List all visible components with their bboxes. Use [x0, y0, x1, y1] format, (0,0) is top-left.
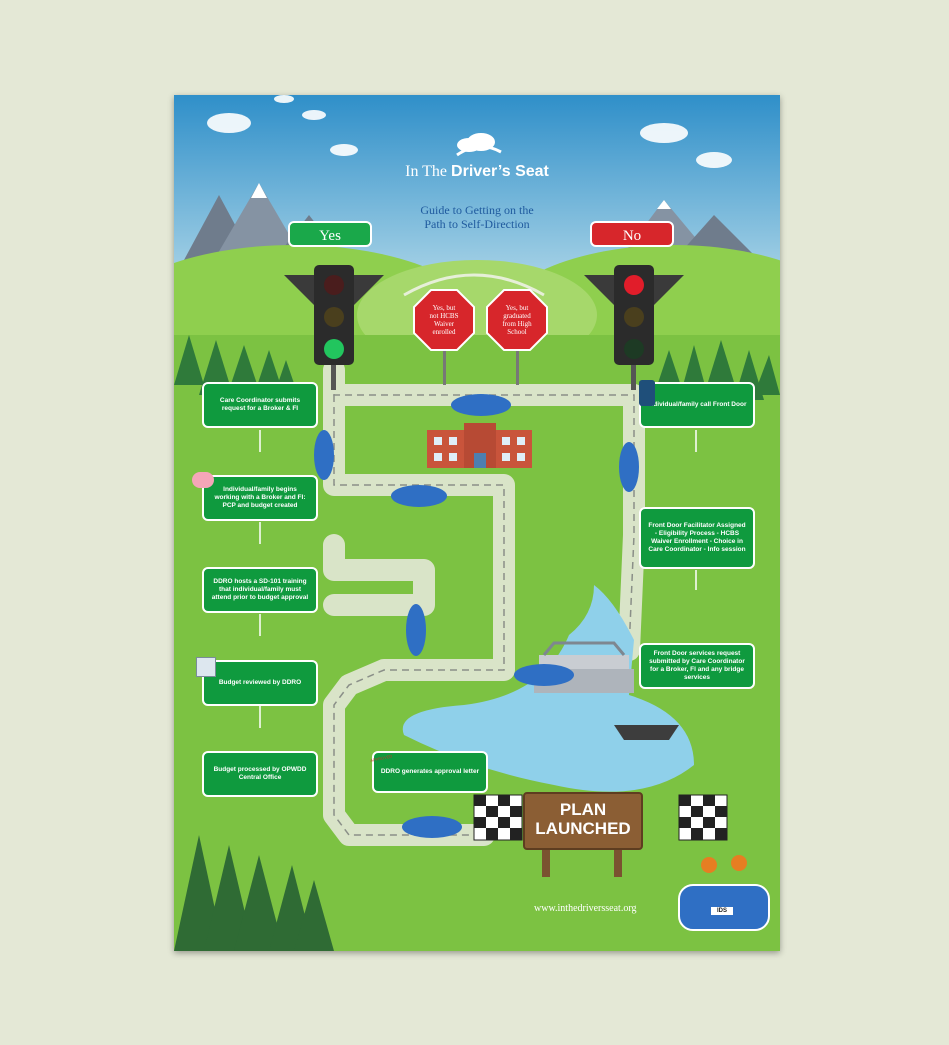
stop-left-line: not HCBS	[429, 312, 459, 320]
magnifier-document-icon	[196, 657, 216, 677]
stop-sign-right-text: Yes, but graduated from High School	[493, 304, 541, 336]
finish-sign	[523, 792, 643, 877]
stop-right-line: Yes, but	[505, 304, 529, 312]
subtitle-line-1: Guide to Getting on the	[420, 203, 534, 217]
phone-icon	[639, 380, 655, 406]
tree-cluster-bottom	[174, 835, 334, 951]
license-plate: IDS	[711, 907, 733, 915]
piggy-bank-icon	[192, 472, 214, 488]
flow-arrows	[259, 430, 697, 728]
stop-left-line: Yes, but	[432, 304, 456, 312]
subtitle-line-2: Path to Self-Direction	[424, 217, 530, 231]
stop-right-line: School	[507, 328, 527, 336]
stop-sign-right	[486, 289, 548, 385]
step-box: DDRO hosts a SD-101 training that indivi…	[202, 567, 318, 613]
plan-line-1: PLAN	[559, 800, 607, 819]
subtitle: Guide to Getting on the Path to Self-Dir…	[377, 203, 577, 231]
plan-line-2: LAUNCHED	[535, 819, 631, 838]
school	[427, 423, 532, 468]
step-box: Budget processed by OPWDD Central Office	[202, 751, 318, 797]
step-box: Budget reviewed by DDRO	[202, 660, 318, 706]
stop-sign-left	[413, 289, 475, 385]
brand-logo-icon	[456, 133, 502, 157]
brand-title: In The Driver’s Seat	[174, 163, 780, 181]
stop-left-line: enrolled	[432, 328, 456, 336]
brand-prefix: In The	[405, 163, 448, 180]
step-box-right: Front Door Facilitator Assigned - Eligib…	[639, 507, 755, 569]
scene-illustration	[174, 95, 780, 951]
traffic-light-right	[584, 265, 684, 390]
yes-sign: Yes	[288, 221, 372, 247]
step-box: Individual/family begins working with a …	[202, 475, 318, 521]
cars	[314, 394, 639, 838]
boat	[614, 725, 679, 740]
traffic-light-left	[284, 265, 384, 390]
clouds	[207, 95, 732, 168]
stop-sign-left-text: Yes, but not HCBS Waiver enrolled	[420, 304, 468, 336]
stop-right-line: graduated	[503, 312, 531, 320]
website-url: www.inthedriversseat.org	[534, 903, 637, 914]
step-box-approval: DDRO generates approval letter	[372, 751, 488, 793]
no-sign: No	[590, 221, 674, 247]
checkered-flags	[473, 794, 728, 841]
step-box-right: Front Door services request submitted by…	[639, 643, 755, 689]
stop-left-line: Waiver	[433, 320, 455, 328]
brand-bold: Driver’s Seat	[451, 163, 549, 180]
plan-launched-sign: PLAN LAUNCHED	[532, 800, 634, 838]
step-box: Care Coordinator submits request for a B…	[202, 382, 318, 428]
poster: In The Driver’s Seat Guide to Getting on…	[174, 95, 780, 951]
stop-right-line: from High	[502, 320, 532, 328]
step-box-right: Individual/family call Front Door	[639, 382, 755, 428]
